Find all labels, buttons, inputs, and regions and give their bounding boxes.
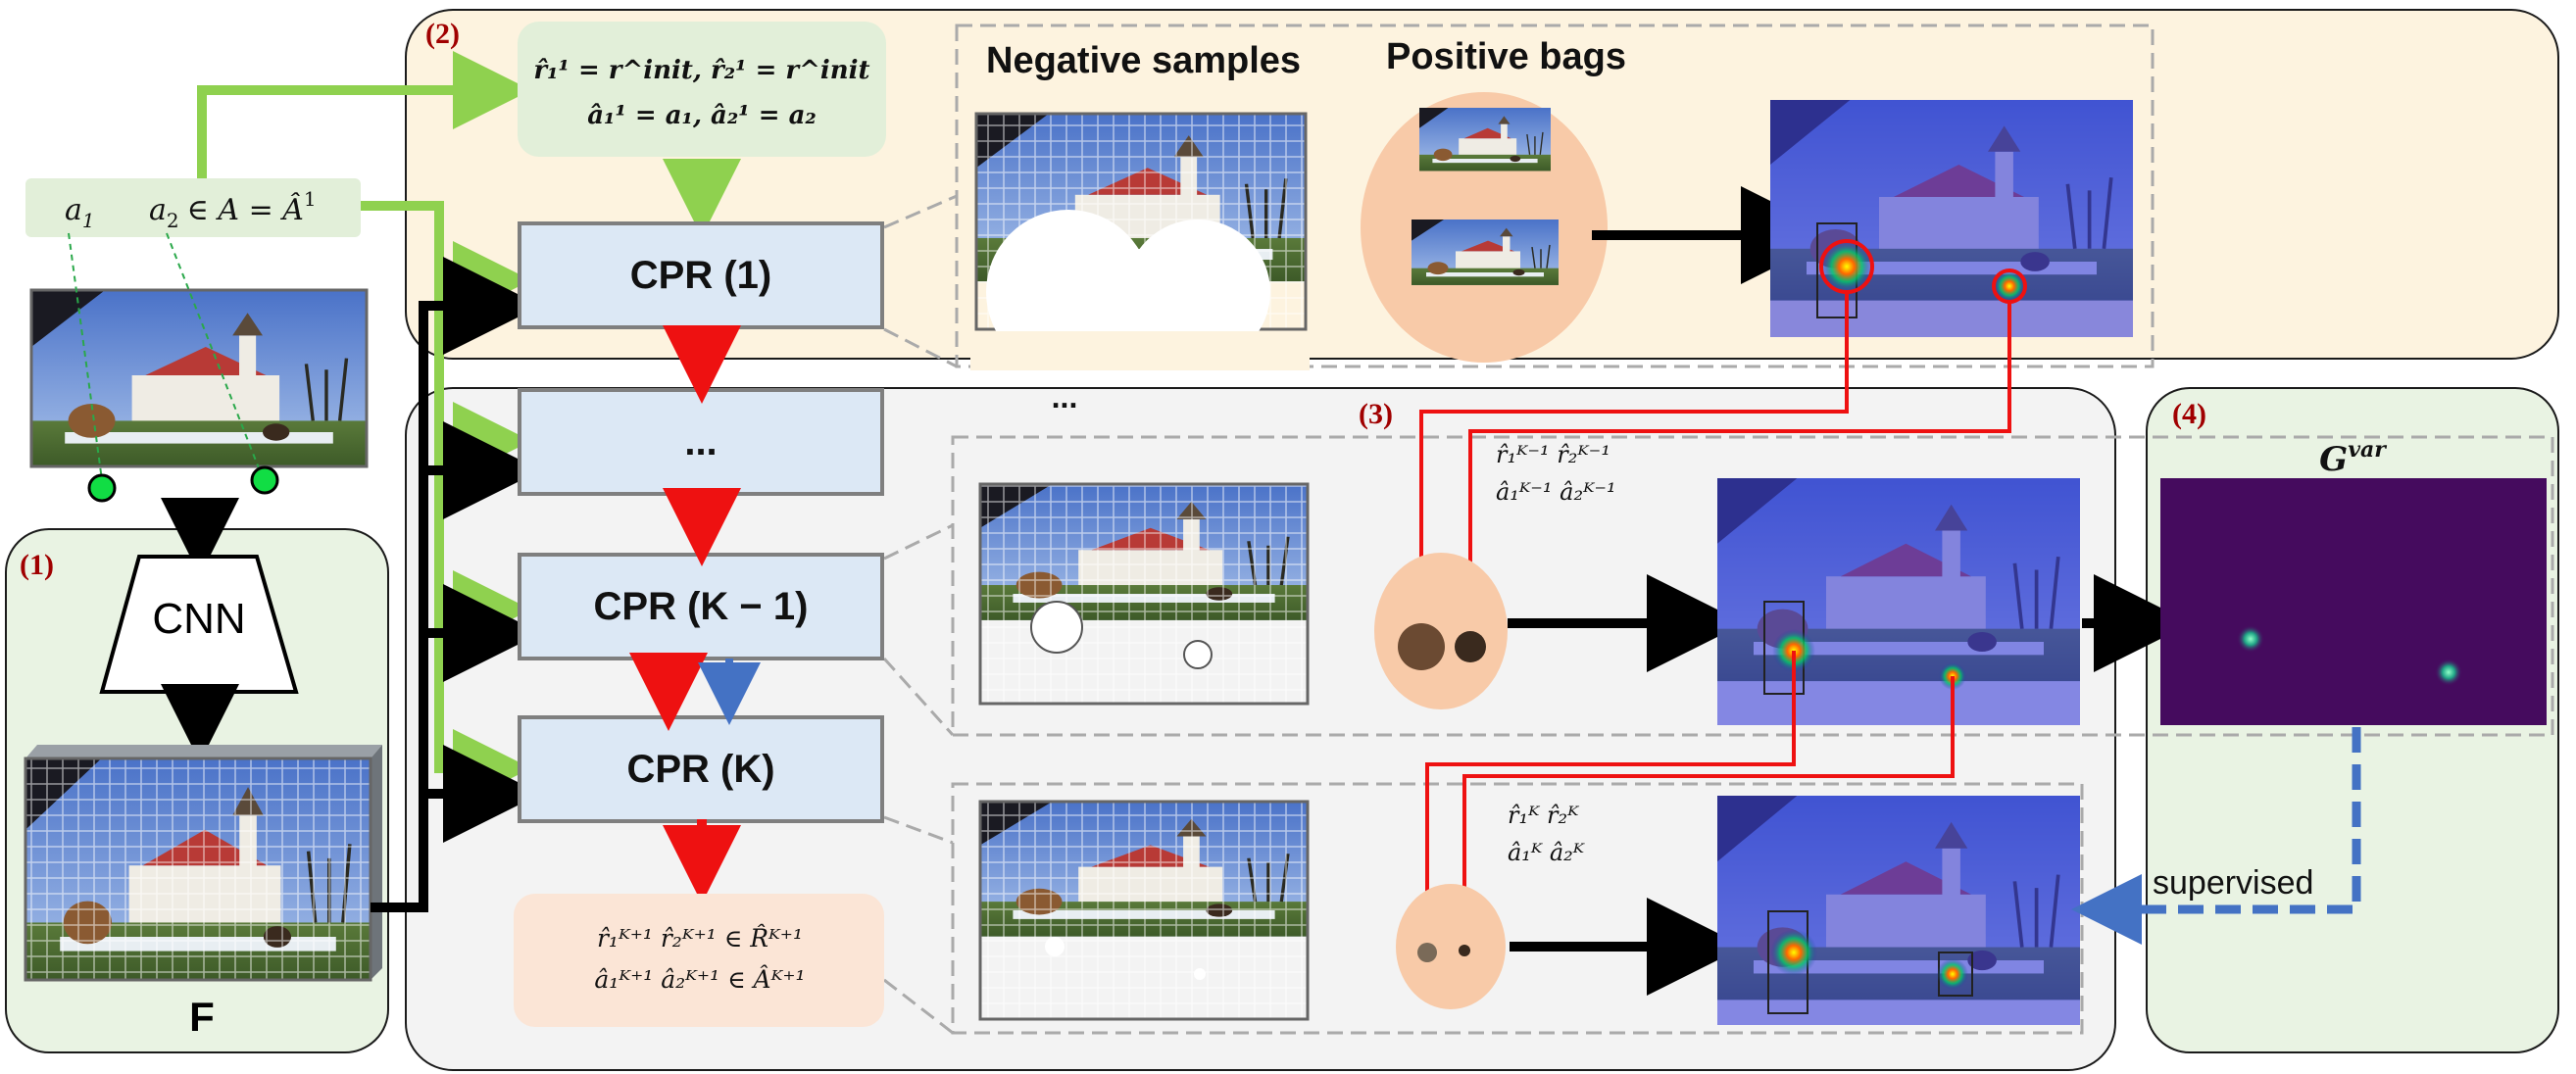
point-a2-marker [250, 465, 279, 495]
mid-r-line: r̂₁ᴷ⁻¹ r̂₂ᴷ⁻¹ [1496, 441, 1610, 468]
output-line1: r̂₁ᴷ⁺¹ r̂₂ᴷ⁺¹ ∈ R̂ᴷ⁺¹ [597, 924, 803, 952]
cnn-label: CNN [152, 595, 245, 643]
point-a1-sub: 1 [82, 209, 95, 232]
cnn-backbone [99, 555, 299, 694]
section-label-2: (2) [425, 18, 460, 50]
output-box [514, 894, 884, 1027]
cpr-block-k-minus-1-label: CPR (K − 1) [594, 585, 809, 628]
output-line2: â₁ᴷ⁺¹ â₂ᴷ⁺¹ ∈ Âᴷ⁺¹ [594, 965, 805, 994]
point-a2-sub: 2 [167, 209, 179, 232]
point-a2-label: a [149, 193, 167, 227]
gvar-title: G [2319, 440, 2348, 479]
cpr-block-k: CPR (K) [518, 715, 884, 823]
section-label-3: (3) [1359, 398, 1393, 430]
gvar-title-sup: var [2348, 437, 2387, 463]
bot-r-line: r̂₁ᴷ r̂₂ᴷ [1508, 802, 1580, 829]
panel-mid-samples [951, 435, 2554, 737]
negative-samples-title: Negative samples [986, 40, 1301, 81]
heatmap-top [1768, 98, 2135, 337]
point-annotation-box [25, 178, 361, 237]
svg-text:Gvar: Gvar [2319, 437, 2387, 479]
init-line1: r̂₁¹ = r^init, r̂₂¹ = r^init [533, 56, 869, 85]
bot-positive-bag [1396, 884, 1506, 1009]
init-box [518, 22, 886, 157]
feature-label: F [189, 994, 215, 1040]
cpr-block-1: CPR (1) [518, 221, 884, 329]
cpr-block-ellipsis-label: ... [684, 420, 717, 464]
supervised-label: supervised [2153, 864, 2313, 902]
point-a1-marker [87, 473, 117, 503]
cpr-block-k-label: CPR (K) [626, 748, 774, 791]
svg-text:a1: a1 [65, 193, 95, 232]
heatmap-bot [1715, 794, 2082, 1025]
mid-ellipsis: ... [1052, 379, 1078, 415]
cpr-block-ellipsis: ... [518, 388, 884, 496]
mid-a-line: â₁ᴷ⁻¹ â₂ᴷ⁻¹ [1496, 478, 1616, 506]
point-set-label: ∈ A = Â [187, 192, 304, 227]
init-line2: â₁¹ = a₁, â₂¹ = a₂ [587, 101, 817, 130]
cpr-block-k-minus-1: CPR (K − 1) [518, 553, 884, 660]
point-set-sup: 1 [304, 187, 317, 211]
section-label-1: (1) [20, 549, 54, 581]
bot-a-line: â₁ᴷ â₂ᴷ [1508, 839, 1586, 866]
gvar-heatmap [2160, 478, 2547, 725]
point-a1-label: a [65, 193, 82, 227]
cpr-block-1-label: CPR (1) [630, 254, 771, 297]
heatmap-mid [1715, 476, 2082, 725]
mid-positive-bag [1374, 553, 1508, 709]
section-label-4: (4) [2172, 398, 2206, 430]
positive-bags-title: Positive bags [1386, 36, 1626, 77]
svg-text:a2∈ A = Â1: a2 ∈ A = Â1 [149, 187, 317, 232]
